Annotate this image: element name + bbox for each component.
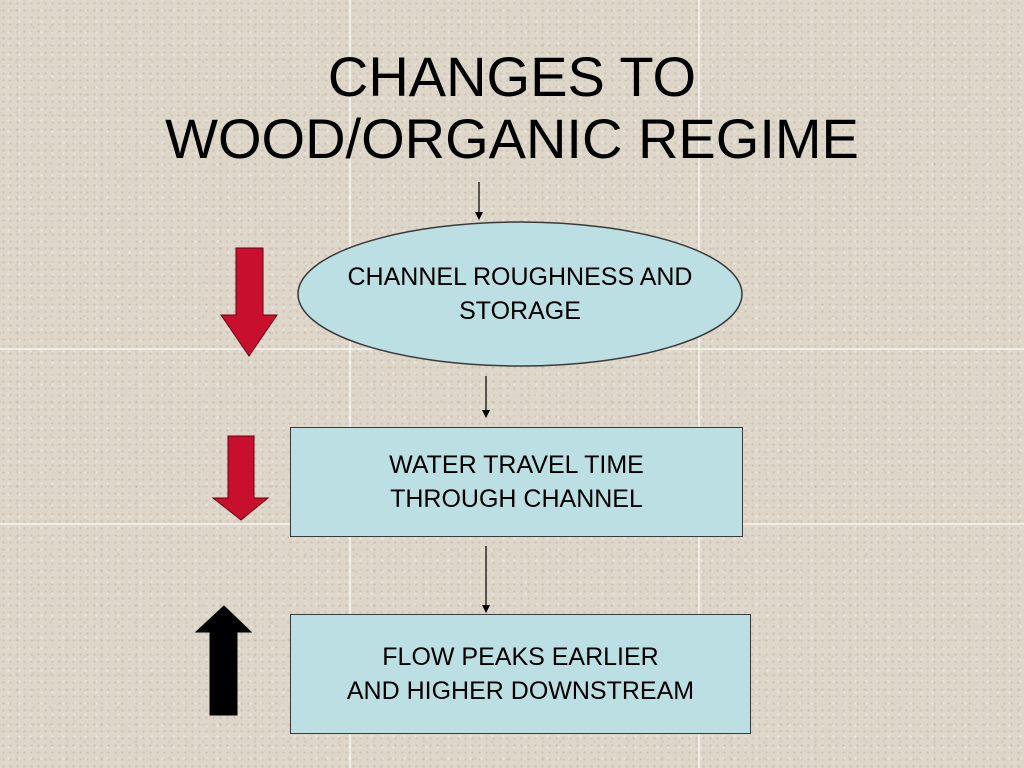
node-text-line: FLOW PEAKS EARLIER [382,643,659,671]
background-seam [349,0,351,768]
title-line-2: WOOD/ORGANIC REGIME [165,107,859,170]
title-line-1: CHANGES TO [327,45,697,108]
flow-peaks-label: FLOW PEAKS EARLIER AND HIGHER DOWNSTREAM [291,615,750,733]
node-text-line: AND HIGHER DOWNSTREAM [346,677,695,705]
node-text-line: THROUGH CHANNEL [390,485,643,513]
node-text-line: STORAGE [459,297,581,325]
channel-roughness-label: CHANNEL ROUGHNESS AND STORAGE [300,258,740,330]
increase-arrow-icon [194,605,253,716]
node-text-line: CHANNEL ROUGHNESS AND [347,263,693,291]
water-travel-time-box: WATER TRAVEL TIME THROUGH CHANNEL [290,427,743,537]
decrease-arrow-icon [211,435,270,521]
slide-title: CHANGES TO WOOD/ORGANIC REGIME [0,46,1024,170]
decrease-arrow-icon [220,247,278,357]
channel-roughness-ellipse [297,221,743,367]
water-travel-time-label: WATER TRAVEL TIME THROUGH CHANNEL [291,428,742,536]
node-text-line: WATER TRAVEL TIME [389,451,644,479]
background-seam [698,0,700,768]
flow-peaks-box: FLOW PEAKS EARLIER AND HIGHER DOWNSTREAM [290,614,751,734]
